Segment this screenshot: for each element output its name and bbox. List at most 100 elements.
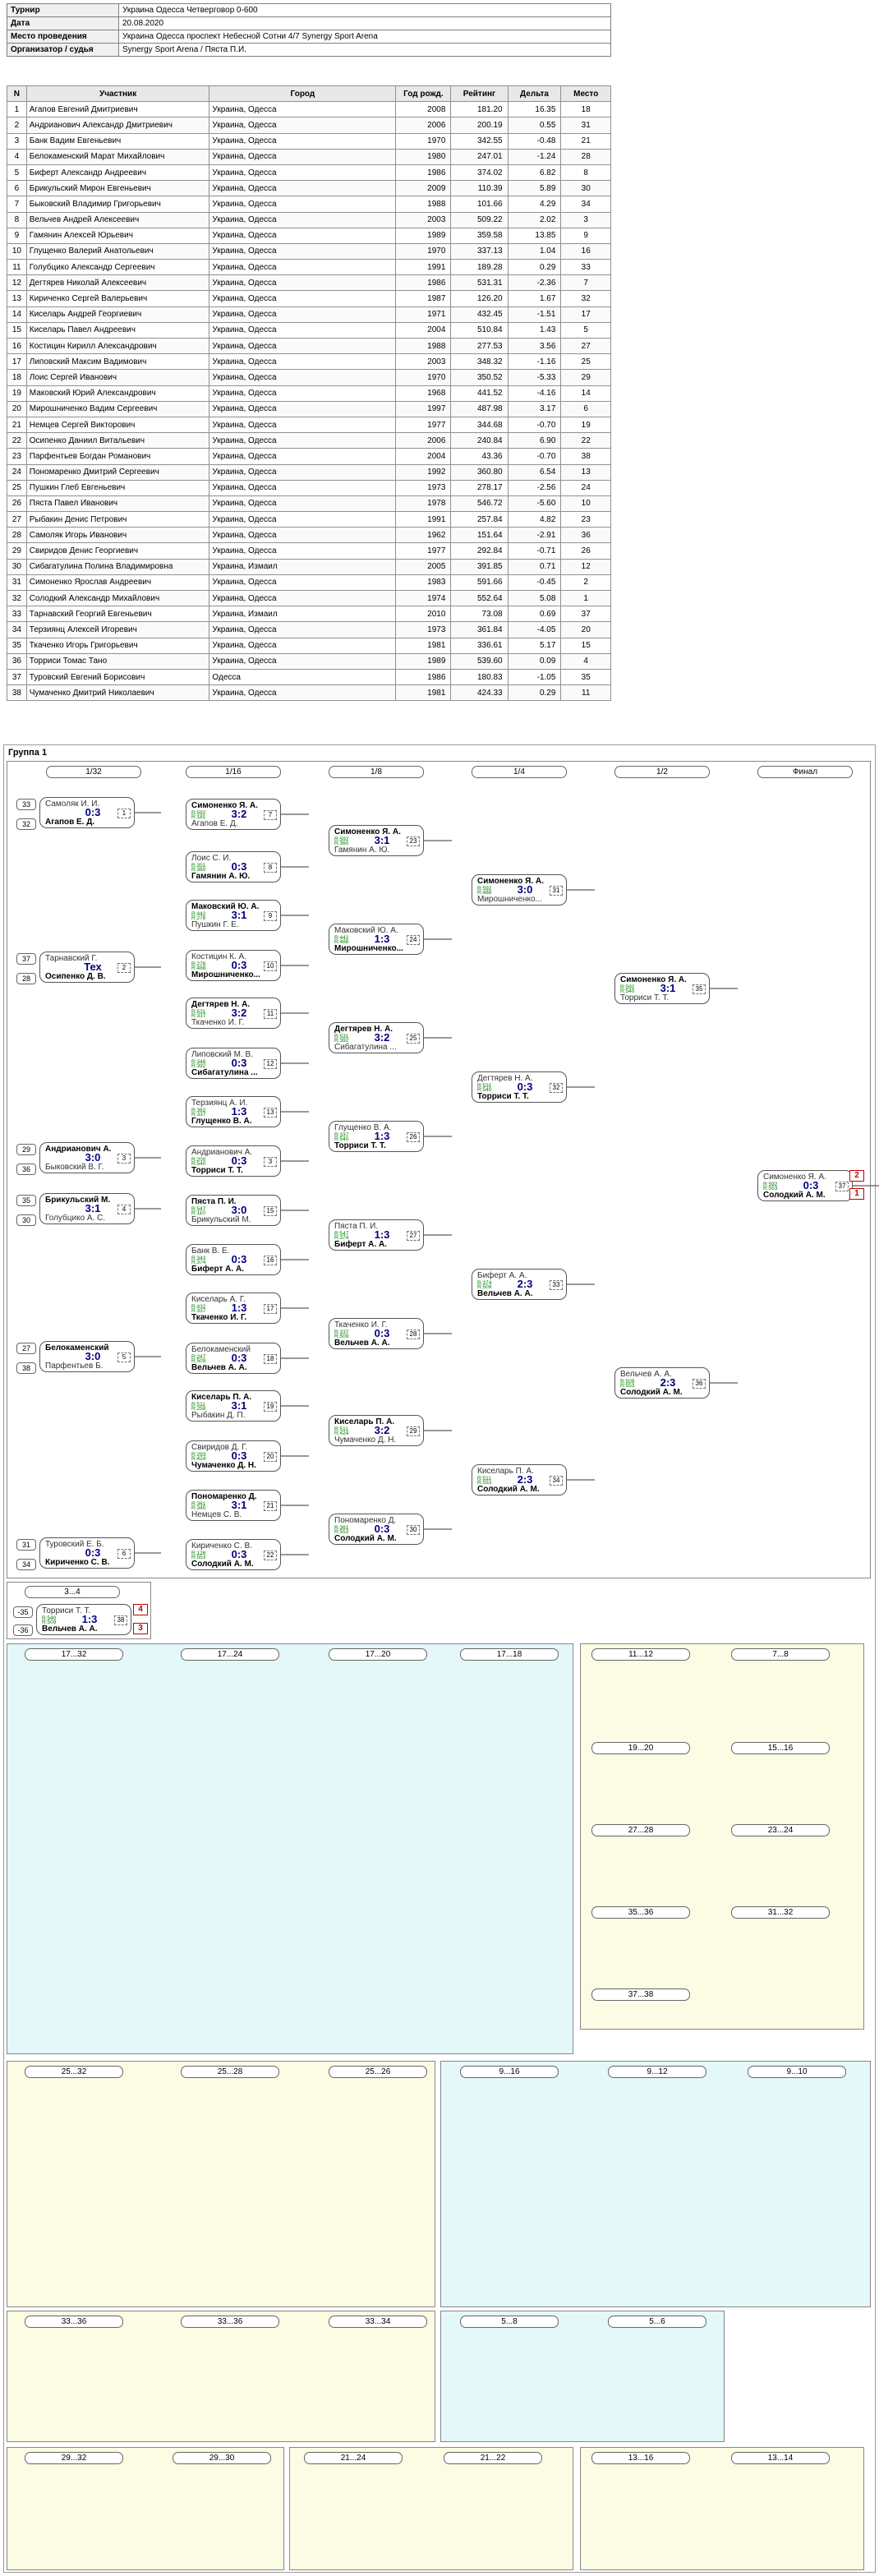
- bracket-panel: [7, 2311, 435, 2442]
- seed-number: -35: [13, 1606, 33, 1618]
- table-cell: 424.33: [450, 684, 509, 702]
- round-label: 5...6: [608, 2316, 706, 2328]
- player-1-rating: R:278: [191, 961, 206, 967]
- table-cell: 1978: [395, 495, 452, 513]
- player-1-name: Глущенко В. А.: [334, 1123, 392, 1132]
- match-number: 36: [693, 1379, 706, 1389]
- match-number: 10: [264, 961, 277, 971]
- round-label: 7...8: [731, 1648, 830, 1661]
- player-1-name: Дегтярев Н. А.: [191, 1000, 251, 1009]
- table-cell: Брикульский Мирон Евгеньевич: [25, 180, 210, 197]
- table-cell: Украина, Одесса: [209, 196, 397, 213]
- seed-number: 38: [16, 1362, 36, 1374]
- player-2-name: Вельчев А. А.: [477, 1289, 533, 1298]
- seed-number: 34: [16, 1559, 36, 1570]
- match-score: 3:2: [374, 1031, 390, 1044]
- player-1-rating: R:247: [191, 1354, 206, 1360]
- player-1-rating: R:592: [620, 984, 635, 990]
- match-number: 9: [264, 911, 277, 921]
- player-2-rating: R:337: [191, 1112, 206, 1117]
- table-cell: Липовский Максим Вадимович: [25, 353, 210, 371]
- table-cell: 27: [560, 337, 611, 355]
- player-2-name: Сибагатулина ...: [334, 1043, 397, 1052]
- player-1-name: Пономаренко Д.: [334, 1516, 397, 1525]
- table-cell: -5.33: [507, 369, 562, 386]
- match-score: 3:1: [231, 1399, 247, 1412]
- table-cell: Украина, Одесса: [209, 369, 397, 386]
- seed-number: 32: [16, 818, 36, 830]
- player-1-rating: R:531: [477, 1083, 492, 1089]
- info-key: Место проведения: [7, 30, 119, 44]
- player-2-name: Гамянин А. Ю.: [191, 872, 251, 881]
- player-1-rating: R:432: [191, 1304, 206, 1310]
- table-cell: -4.05: [507, 621, 562, 638]
- table-cell: Украина, Одесса: [209, 463, 397, 481]
- seed-number: 37: [16, 953, 36, 965]
- player-1-rating: R:126: [191, 1551, 206, 1556]
- player-2-rating: R:278: [191, 915, 206, 921]
- column-header: Дельта: [507, 85, 562, 103]
- player-2-rating: R:553: [477, 1480, 492, 1486]
- table-cell: 1986: [395, 274, 452, 292]
- player-2-name: Торриси Т. Т.: [620, 993, 670, 1002]
- table-cell: 277.53: [450, 337, 509, 355]
- table-cell: Украина, Одесса: [209, 211, 397, 228]
- player-1-name: Симоненко Я. А.: [763, 1173, 826, 1182]
- table-cell: Глущенко Валерий Анатольевич: [25, 242, 210, 260]
- table-cell: 1.67: [507, 290, 562, 307]
- player-2-rating: R:540: [191, 1161, 206, 1167]
- match-number: 28: [407, 1329, 420, 1339]
- match-number: 26: [407, 1132, 420, 1142]
- player-2-name: Гамянин А. Ю.: [334, 846, 390, 855]
- place-badge: 1: [849, 1188, 864, 1200]
- match-number: 1: [117, 809, 131, 818]
- bracket-panel: [289, 2447, 573, 2570]
- table-cell: 1988: [395, 337, 452, 355]
- player-2-rating: R:509: [477, 1284, 492, 1290]
- info-key: Дата: [7, 16, 119, 30]
- player-2-name: Осипенко Д. В.: [45, 972, 106, 981]
